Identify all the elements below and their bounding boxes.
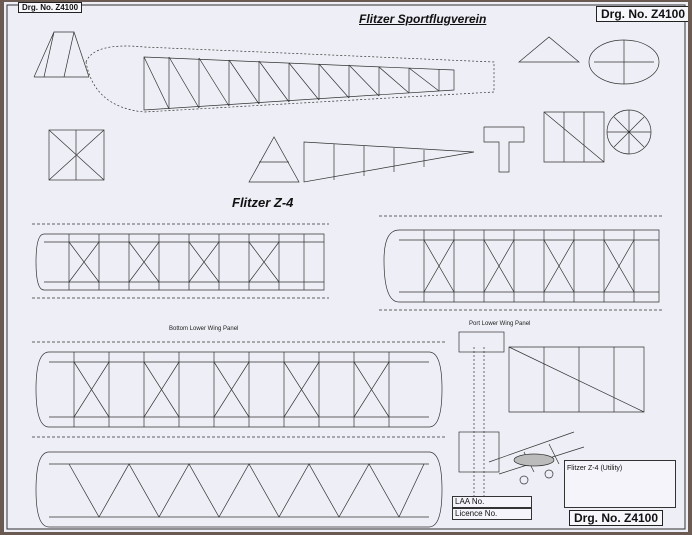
title-block-caption: Flitzer Z-4 (Utility) [564,460,676,508]
drawing-number-bottom: Drg. No. Z4100 [569,510,664,526]
drawing-sheet: Drg. No. Z4100 Flitzer Sportflugverein D… [4,2,688,532]
wing-panel-label-left: Bottom Lower Wing Panel [169,326,239,332]
plan-linework [6,4,686,530]
aircraft-title: Flitzer Z-4 [232,195,294,210]
drawing-number-small: Drg. No. Z4100 [18,2,83,13]
licence-number-field: Licence No. [452,508,532,520]
laa-number-field: LAA No. [452,496,532,508]
club-title: Flitzer Sportflugverein [359,12,487,26]
drawing-number-top: Drg. No. Z4100 [596,6,688,22]
wing-panel-label-right: Port Lower Wing Panel [469,321,531,327]
